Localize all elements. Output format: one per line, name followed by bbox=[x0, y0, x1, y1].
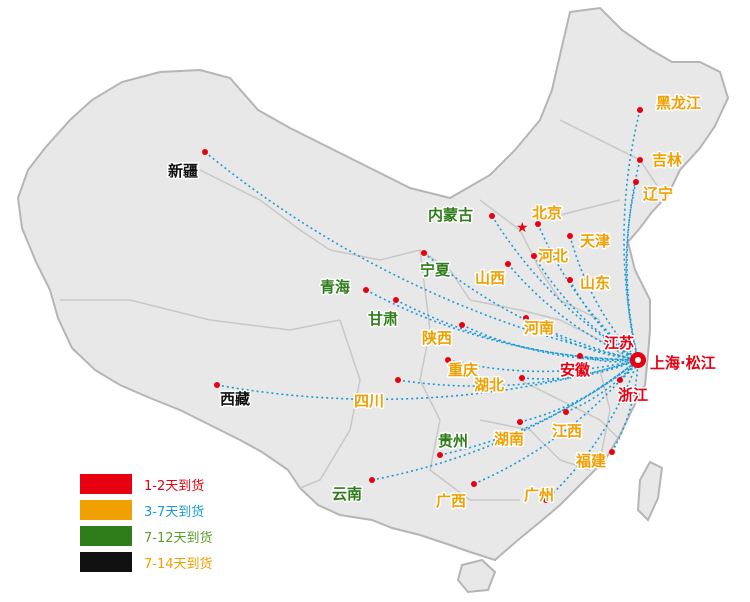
city-label-xinjiang: 新疆 bbox=[168, 162, 198, 180]
legend-item: 7-12天到货 bbox=[80, 524, 250, 548]
legend: 1-2天到货 3-7天到货 7-12天到货 7-14天到货 bbox=[80, 472, 250, 576]
city-points bbox=[202, 107, 643, 503]
legend-label: 7-14天到货 bbox=[144, 556, 213, 572]
city-point-xizang bbox=[214, 382, 220, 388]
province-borders bbox=[60, 119, 661, 501]
route-shandong bbox=[569, 279, 639, 361]
city-point-shandong bbox=[567, 277, 573, 283]
city-point-hunan bbox=[517, 419, 523, 425]
city-point-anhui bbox=[577, 353, 583, 359]
city-point-neimenggu bbox=[489, 213, 495, 219]
city-label-gansu: 甘肃 bbox=[368, 310, 398, 328]
country-outline bbox=[16, 6, 730, 562]
city-point-gansu bbox=[393, 297, 399, 303]
route-henan bbox=[525, 317, 639, 361]
city-point-zhejiang bbox=[617, 377, 623, 383]
legend-label: 7-12天到货 bbox=[144, 530, 213, 546]
city-label-shanxi: 山西 bbox=[475, 269, 505, 287]
city-label-shaanxi: 陕西 bbox=[422, 329, 452, 347]
city-point-sichuan bbox=[395, 377, 401, 383]
city-point-jiangsu bbox=[609, 337, 615, 343]
city-point-shanxi bbox=[505, 261, 511, 267]
city-point-guizhou bbox=[437, 452, 443, 458]
city-point-guangxi bbox=[471, 481, 477, 487]
hainan-island bbox=[456, 558, 497, 594]
city-labels: 黑龙江吉林辽宁 新疆内蒙古 北京天津河北宁夏 山西 山东 青海甘肃河南陕西 江苏西藏 重庆 安徽… bbox=[167, 93, 703, 512]
route-hunan bbox=[519, 359, 639, 423]
city-label-guangdong: 广州 bbox=[524, 486, 554, 504]
city-point-qinghai bbox=[363, 287, 369, 293]
city-point-hubei bbox=[519, 375, 525, 381]
city-label-guizhou: 贵州 bbox=[438, 432, 468, 450]
beijing-star-icon: ★ bbox=[516, 220, 529, 236]
city-label-yunnan: 云南 bbox=[332, 485, 362, 503]
route-liaoning bbox=[625, 181, 639, 361]
route-fujian bbox=[611, 359, 639, 453]
city-point-hebei bbox=[531, 253, 537, 259]
city-label-hubei: 湖北 bbox=[474, 376, 504, 394]
city-label-anhui: 安徽 bbox=[560, 361, 591, 379]
city-label-jiangsu: 江苏 bbox=[604, 334, 634, 352]
route-jiangxi bbox=[565, 359, 639, 413]
legend-swatch-red bbox=[80, 474, 132, 494]
city-point-beijing bbox=[535, 221, 541, 227]
route-chongqing bbox=[447, 359, 639, 373]
route-jilin bbox=[626, 159, 641, 361]
city-point-jiangxi bbox=[563, 409, 569, 415]
city-point-ningxia bbox=[421, 250, 427, 256]
route-neimenggu bbox=[491, 215, 639, 361]
city-point-liaoning bbox=[633, 179, 639, 185]
city-label-tianjin: 天津 bbox=[580, 232, 610, 250]
legend-swatch-orange bbox=[80, 500, 132, 520]
city-label-jilin: 吉林 bbox=[652, 151, 683, 169]
route-sichuan bbox=[397, 359, 639, 387]
legend-item: 7-14天到货 bbox=[80, 550, 250, 574]
taiwan-island bbox=[636, 460, 664, 522]
legend-label: 1-2天到货 bbox=[144, 478, 205, 494]
city-point-guangdong bbox=[543, 497, 549, 503]
legend-swatch-green bbox=[80, 526, 132, 546]
city-label-xizang: 西藏 bbox=[220, 390, 250, 408]
city-point-heilongjiang bbox=[637, 107, 643, 113]
route-yunnan bbox=[371, 359, 639, 481]
city-label-heilongjiang: 黑龙江 bbox=[656, 94, 701, 112]
city-point-yunnan bbox=[369, 477, 375, 483]
city-label-jiangxi: 江西 bbox=[552, 422, 582, 440]
city-point-tianjin bbox=[567, 233, 573, 239]
city-label-henan: 河南 bbox=[524, 319, 554, 337]
origin-marker: 上海·松江 bbox=[630, 352, 717, 374]
route-shaanxi bbox=[461, 324, 639, 362]
city-label-beijing: 北京 bbox=[532, 204, 562, 222]
city-label-zhejiang: 浙江 bbox=[618, 386, 648, 404]
city-label-shandong: 山东 bbox=[580, 274, 610, 292]
city-label-sichuan: 四川 bbox=[354, 392, 384, 410]
city-point-shaanxi bbox=[459, 322, 465, 328]
city-label-fujian: 福建 bbox=[575, 452, 607, 470]
city-label-guangxi: 广西 bbox=[436, 492, 466, 510]
legend-item: 3-7天到货 bbox=[80, 498, 250, 522]
route-shanxi bbox=[507, 263, 639, 361]
city-label-hebei: 河北 bbox=[538, 247, 568, 265]
city-label-ningxia: 宁夏 bbox=[420, 261, 451, 279]
city-label-hunan: 湖南 bbox=[494, 430, 524, 448]
origin-label: 上海·松江 bbox=[650, 354, 716, 372]
city-label-chongqing: 重庆 bbox=[448, 361, 478, 379]
route-heilongjiang bbox=[623, 109, 641, 361]
city-label-qinghai: 青海 bbox=[320, 278, 350, 296]
city-label-neimenggu: 内蒙古 bbox=[428, 206, 473, 224]
route-guizhou bbox=[439, 359, 639, 456]
city-point-xinjiang bbox=[202, 149, 208, 155]
legend-label: 3-7天到货 bbox=[144, 504, 205, 520]
city-point-fujian bbox=[609, 449, 615, 455]
city-point-jilin bbox=[637, 157, 643, 163]
city-label-liaoning: 辽宁 bbox=[643, 185, 673, 203]
legend-swatch-black bbox=[80, 552, 132, 572]
city-point-henan bbox=[523, 315, 529, 321]
city-point-chongqing bbox=[445, 357, 451, 363]
legend-item: 1-2天到货 bbox=[80, 472, 250, 496]
route-guangdong bbox=[545, 359, 639, 501]
route-tianjin bbox=[569, 235, 639, 361]
